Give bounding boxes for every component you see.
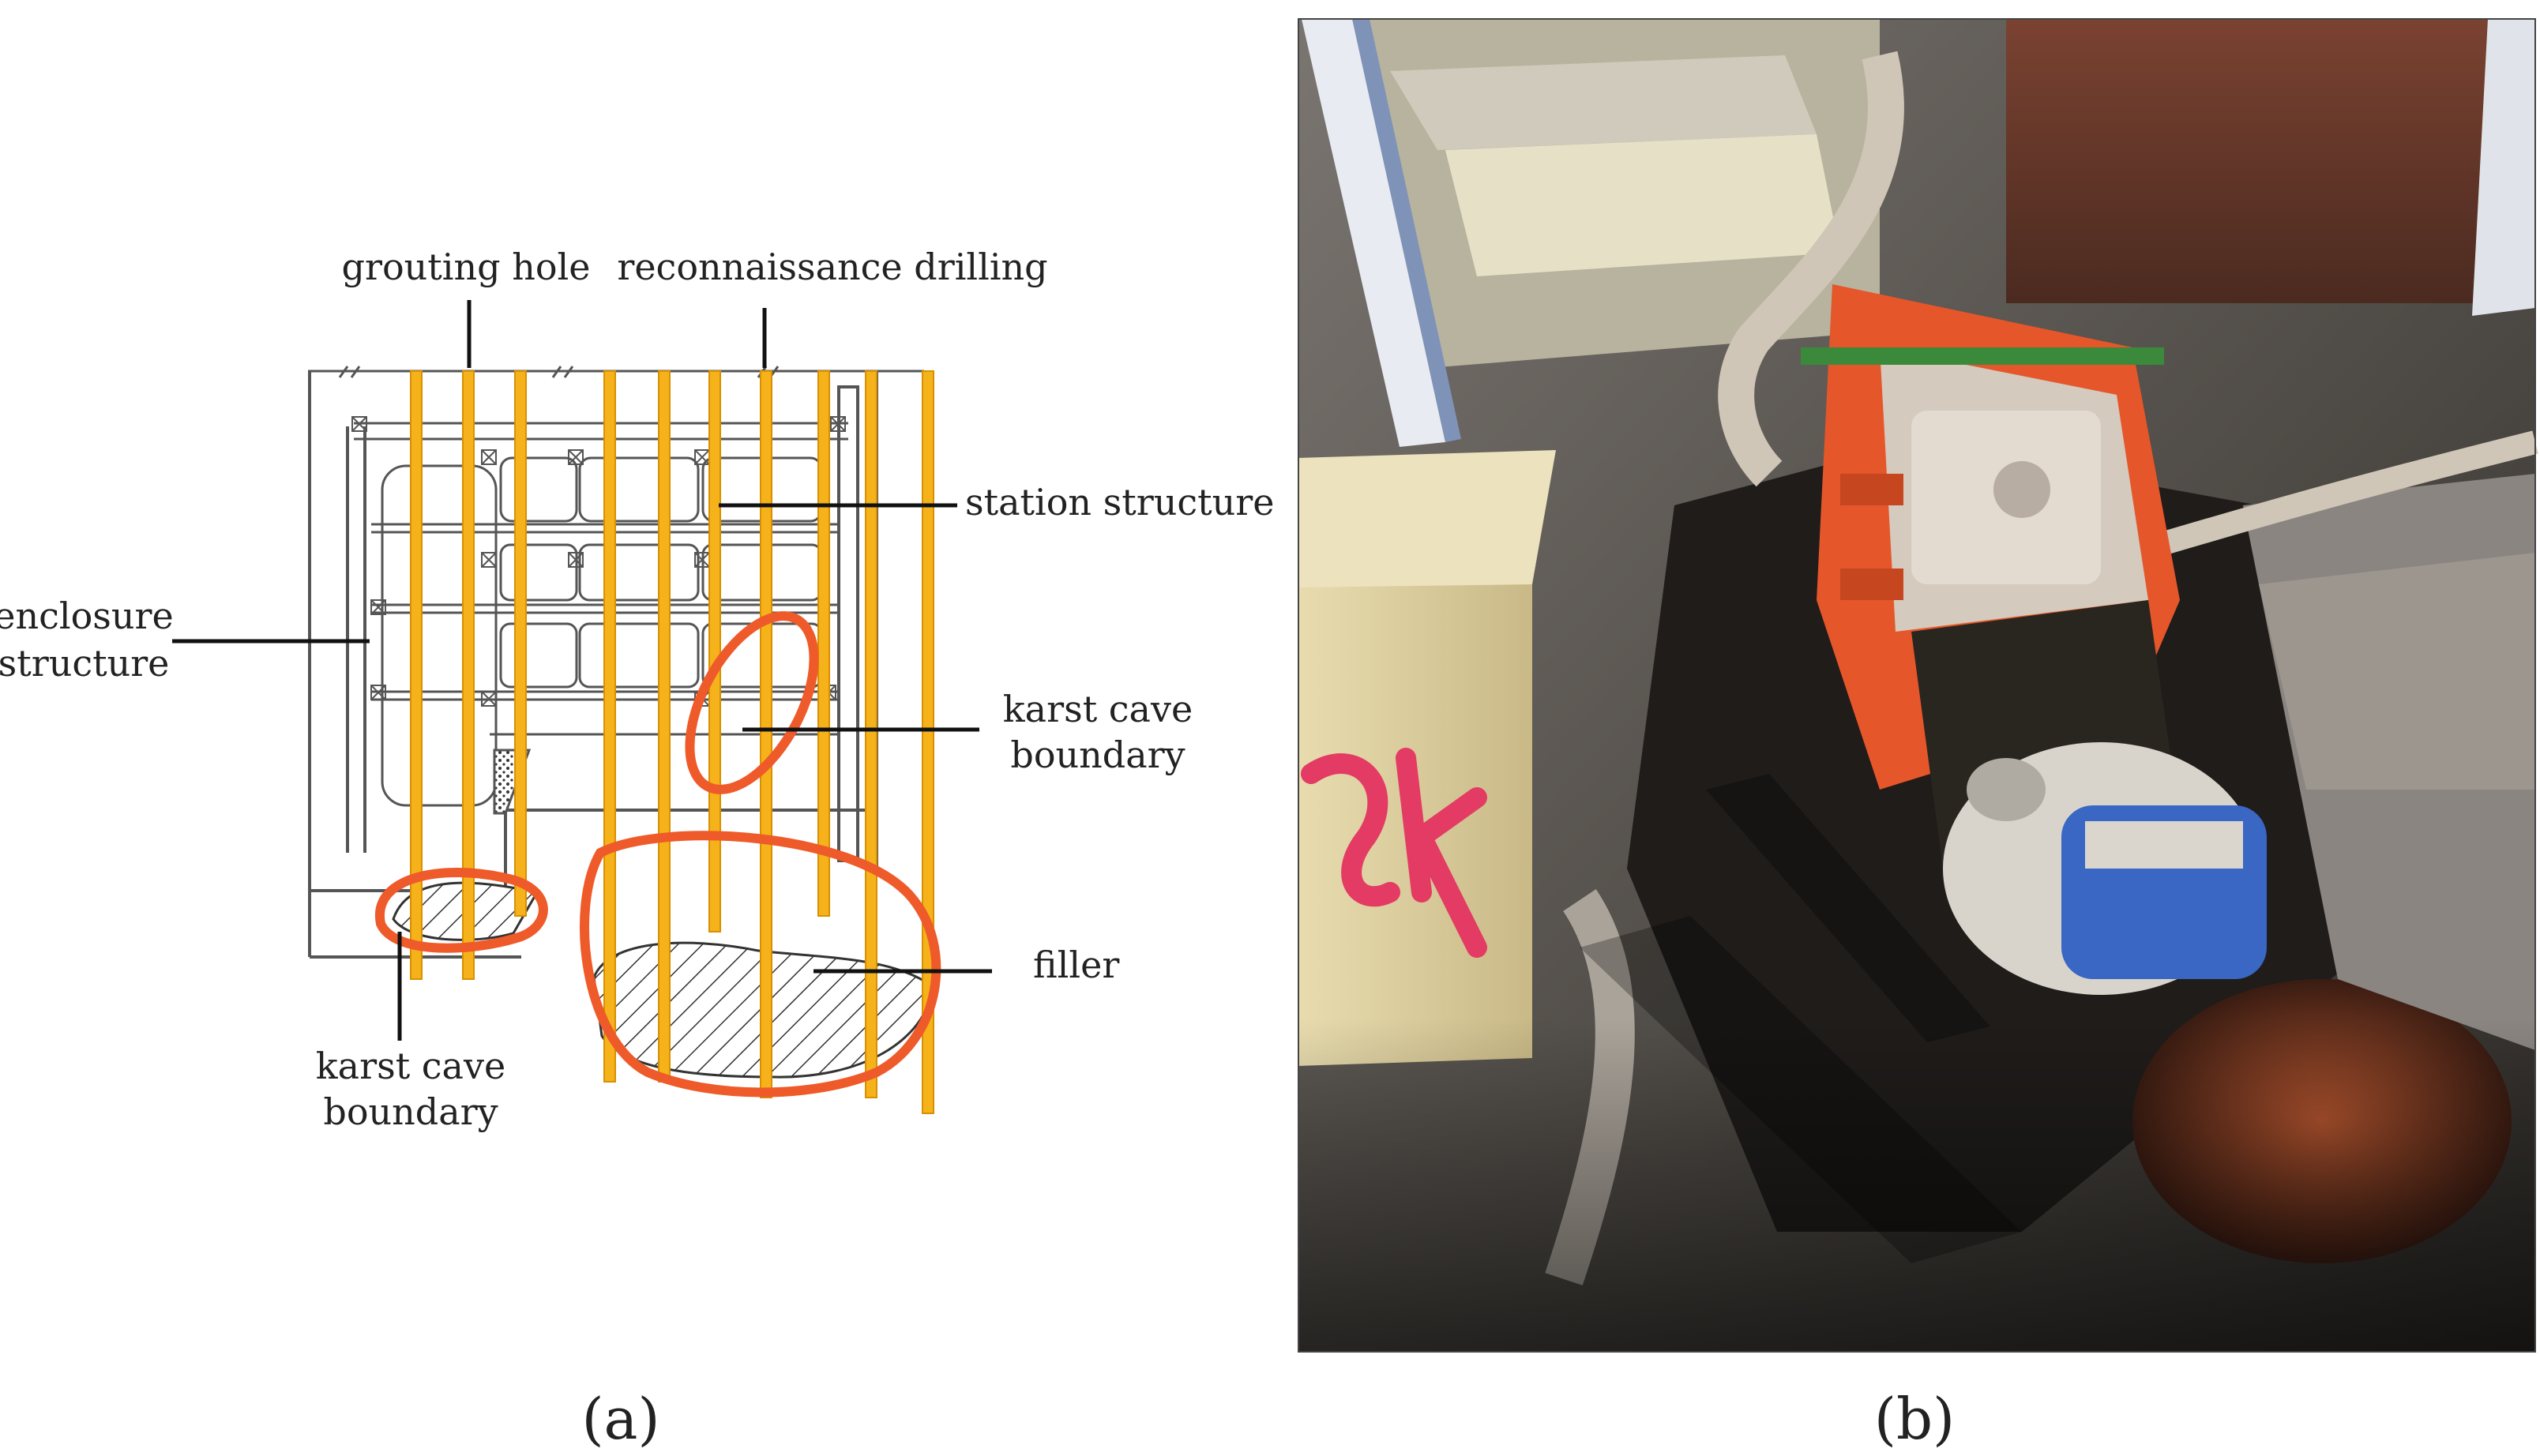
grouting-holes	[410, 370, 934, 1114]
label-karst-cave-boundary-right-1: karst cave	[1003, 688, 1193, 730]
diagram-labels: grouting hole reconnaissance drilling st…	[0, 246, 1274, 1133]
photo-frame	[1298, 18, 2538, 1353]
label-filler: filler	[1033, 944, 1119, 986]
label-station-structure: station structure	[965, 481, 1274, 523]
caption-a: (a)	[581, 1386, 659, 1452]
label-enclosure-structure-2: structure	[0, 642, 169, 685]
label-karst-cave-boundary-left-1: karst cave	[316, 1045, 505, 1087]
label-karst-cave-boundary-right-2: boundary	[1010, 734, 1185, 776]
karst-cave-left	[374, 868, 548, 953]
label-karst-cave-boundary-left-2: boundary	[323, 1090, 498, 1133]
label-grouting-hole: grouting hole	[342, 246, 591, 288]
label-reconnaissance-drilling: reconnaissance drilling	[617, 246, 1047, 288]
station-structure	[351, 416, 848, 815]
schematic-diagram: grouting hole reconnaissance drilling st…	[0, 246, 1274, 1452]
karst-cave-upper	[685, 611, 819, 794]
karst-cave-boundaries	[374, 611, 941, 1098]
caption-b: (b)	[1874, 1386, 1955, 1452]
leader-lines	[172, 300, 992, 1041]
label-enclosure-structure-1: enclosure	[0, 595, 174, 637]
karst-cave-right	[580, 831, 941, 1098]
